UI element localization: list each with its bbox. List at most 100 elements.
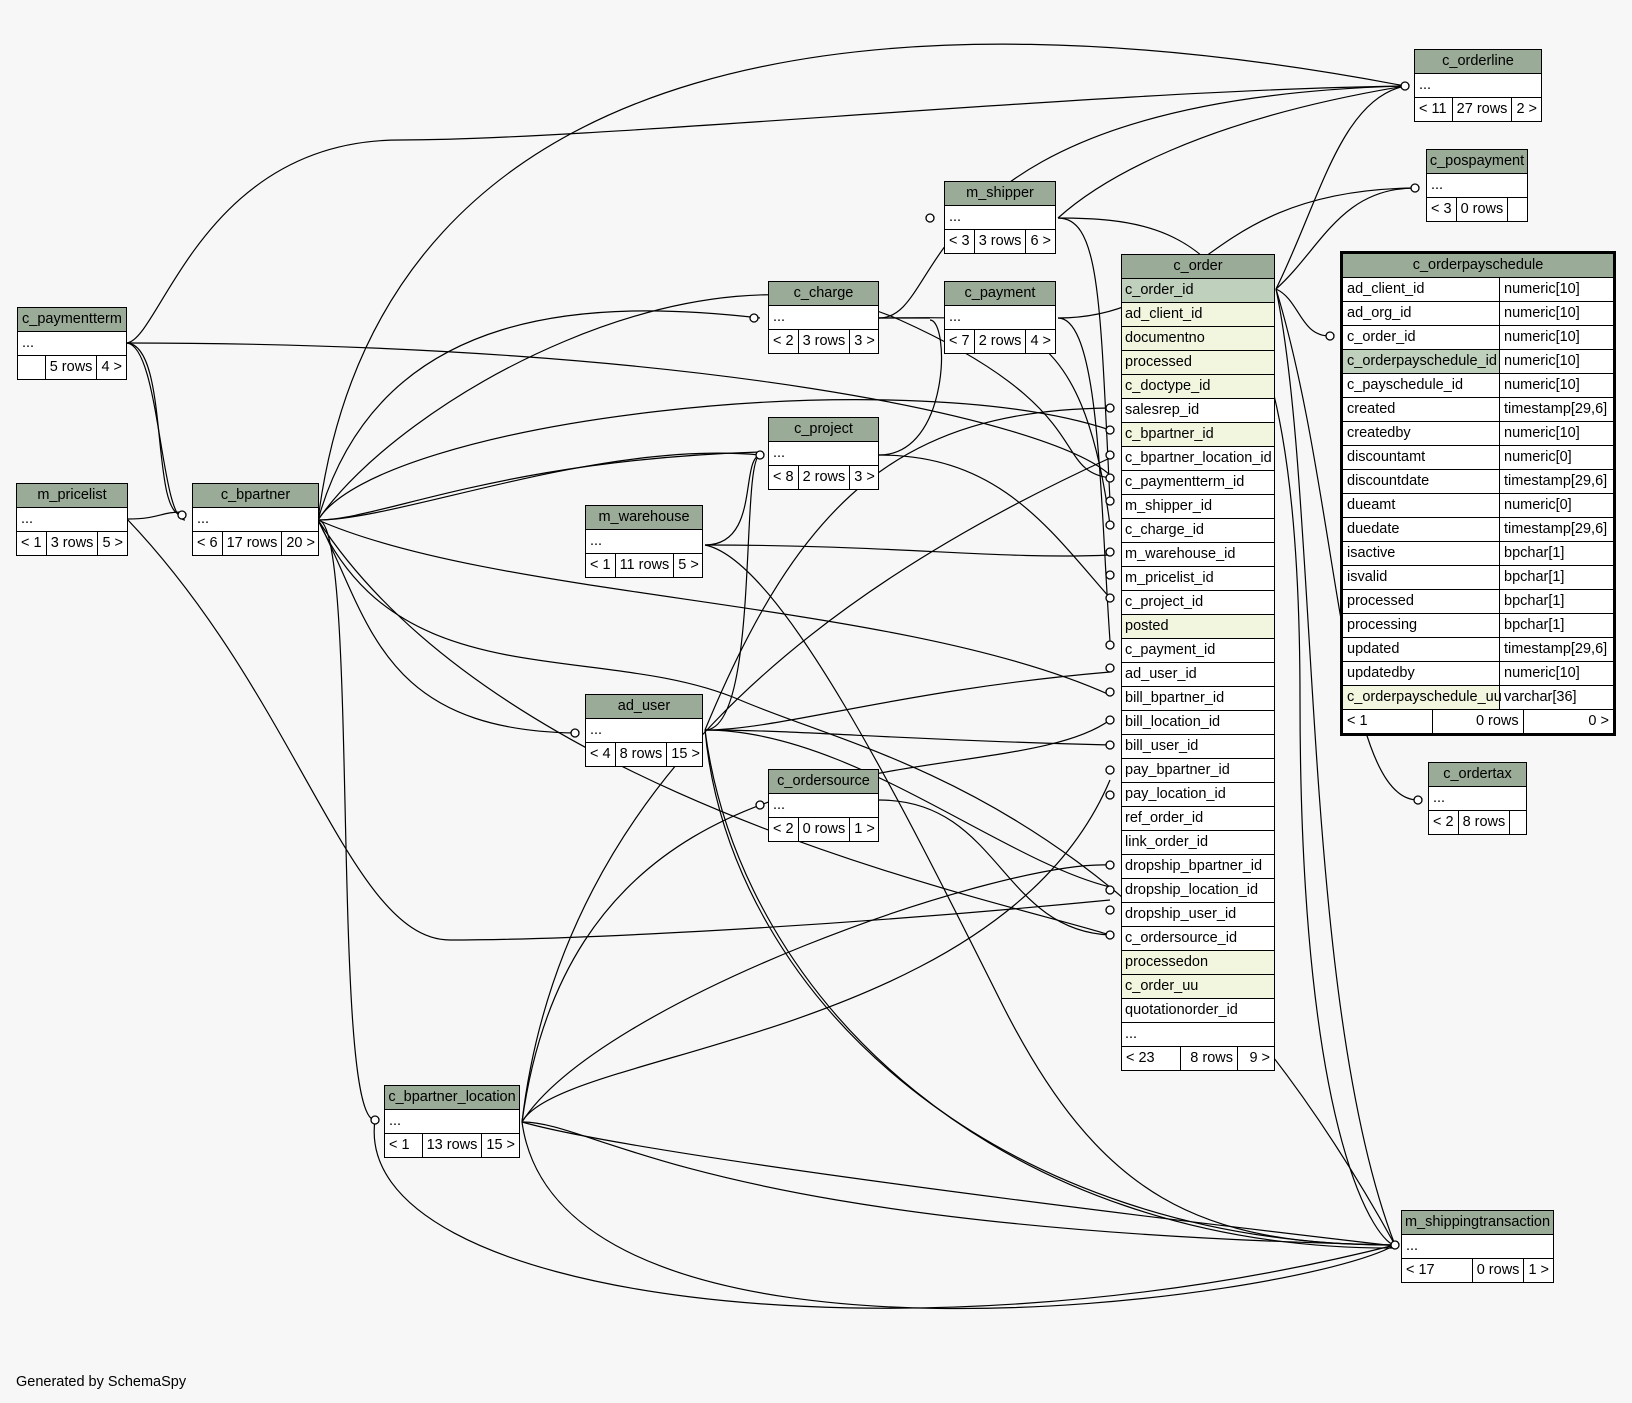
footer-parents[interactable]: < 6 bbox=[197, 535, 218, 551]
footer-parents[interactable]: < 2 bbox=[1433, 814, 1454, 830]
footer-children[interactable]: 5 > bbox=[673, 554, 702, 577]
column-quotationorder_id[interactable]: quotationorder_id bbox=[1122, 999, 1274, 1023]
footer-parents[interactable] bbox=[18, 356, 45, 379]
column-c_order_id[interactable]: c_order_id bbox=[1122, 279, 1274, 303]
column-salesrep_id[interactable]: salesrep_id bbox=[1122, 399, 1274, 423]
column-ref_order_id[interactable]: ref_order_id bbox=[1122, 807, 1274, 831]
column-link_order_id[interactable]: link_order_id bbox=[1122, 831, 1274, 855]
footer-children[interactable]: 0 > bbox=[1522, 710, 1613, 733]
column-bill_bpartner_id[interactable]: bill_bpartner_id bbox=[1122, 687, 1274, 711]
column-dropship_user_id[interactable]: dropship_user_id bbox=[1122, 903, 1274, 927]
footer-children[interactable]: 3 > bbox=[849, 330, 878, 353]
column-c_ordersource_id[interactable]: c_ordersource_id bbox=[1122, 927, 1274, 951]
column-c_charge_id[interactable]: c_charge_id bbox=[1122, 519, 1274, 543]
footer-parents[interactable]: < 11 bbox=[1419, 101, 1447, 117]
column-ad_client_id[interactable]: ad_client_id bbox=[1122, 303, 1274, 327]
footer-children[interactable]: 1 > bbox=[849, 818, 878, 841]
column-ad_user_id[interactable]: ad_user_id bbox=[1122, 663, 1274, 687]
footer-children[interactable] bbox=[1507, 198, 1534, 221]
footer-children[interactable]: 9 > bbox=[1237, 1047, 1274, 1070]
footer-parents[interactable]: < 1 bbox=[590, 557, 611, 573]
footer-children[interactable]: 20 > bbox=[281, 532, 318, 555]
footer-parents[interactable]: < 1 bbox=[1347, 713, 1368, 729]
footer-parents[interactable]: < 2 bbox=[773, 333, 794, 349]
footer-parents[interactable]: < 7 bbox=[949, 333, 970, 349]
column-dropship_bpartner_id[interactable]: dropship_bpartner_id bbox=[1122, 855, 1274, 879]
column-processed[interactable]: processed bbox=[1122, 351, 1274, 375]
footer-children[interactable]: 5 > bbox=[97, 532, 127, 555]
footer-children[interactable]: 4 > bbox=[1025, 330, 1055, 353]
column-c_project_id[interactable]: c_project_id bbox=[1122, 591, 1274, 615]
footer-parents[interactable]: < 3 bbox=[949, 233, 970, 249]
footer-children[interactable]: 2 > bbox=[1511, 98, 1541, 121]
column-c_doctype_id[interactable]: c_doctype_id bbox=[1122, 375, 1274, 399]
footer-parents[interactable]: < 23 bbox=[1126, 1050, 1155, 1066]
column-processedon[interactable]: processedon bbox=[1122, 951, 1274, 975]
footer-parents[interactable]: < 2 bbox=[773, 821, 794, 837]
column-documentno[interactable]: documentno bbox=[1122, 327, 1274, 351]
footer-children[interactable]: 3 > bbox=[849, 466, 878, 489]
column-c_bpartner_location_id[interactable]: c_bpartner_location_id bbox=[1122, 447, 1274, 471]
footer-parents[interactable]: < 1 bbox=[21, 535, 42, 551]
footer-children[interactable]: 1 > bbox=[1523, 1259, 1553, 1282]
column-bill_user_id[interactable]: bill_user_id bbox=[1122, 735, 1274, 759]
footer-children[interactable]: 6 > bbox=[1025, 230, 1055, 253]
footer-parents[interactable]: < 3 bbox=[1431, 201, 1452, 217]
column-c_bpartner_id[interactable]: c_bpartner_id bbox=[1122, 423, 1274, 447]
column-c_paymentterm_id[interactable]: c_paymentterm_id bbox=[1122, 471, 1274, 495]
footer-children[interactable]: 15 > bbox=[666, 743, 702, 766]
column-dropship_location_id[interactable]: dropship_location_id bbox=[1122, 879, 1274, 903]
column-pay_location_id[interactable]: pay_location_id bbox=[1122, 783, 1274, 807]
footer-parents[interactable]: < 4 bbox=[590, 746, 611, 762]
column-bill_location_id[interactable]: bill_location_id bbox=[1122, 711, 1274, 735]
footer-parents[interactable]: < 1 bbox=[389, 1137, 410, 1153]
footer-children[interactable]: 15 > bbox=[481, 1134, 519, 1157]
column-c_order_uu[interactable]: c_order_uu bbox=[1122, 975, 1274, 999]
column-m_shipper_id[interactable]: m_shipper_id bbox=[1122, 495, 1274, 519]
column-m_warehouse_id[interactable]: m_warehouse_id bbox=[1122, 543, 1274, 567]
footer-parents[interactable]: < 17 bbox=[1406, 1262, 1435, 1278]
footer-children[interactable]: 4 > bbox=[96, 356, 126, 379]
footer-parents[interactable]: < 8 bbox=[773, 469, 794, 485]
column-m_pricelist_id[interactable]: m_pricelist_id bbox=[1122, 567, 1274, 591]
column-pay_bpartner_id[interactable]: pay_bpartner_id bbox=[1122, 759, 1274, 783]
column-c_payment_id[interactable]: c_payment_id bbox=[1122, 639, 1274, 663]
column-moremoremore[interactable]: ... bbox=[1122, 1023, 1274, 1047]
column-posted[interactable]: posted bbox=[1122, 615, 1274, 639]
